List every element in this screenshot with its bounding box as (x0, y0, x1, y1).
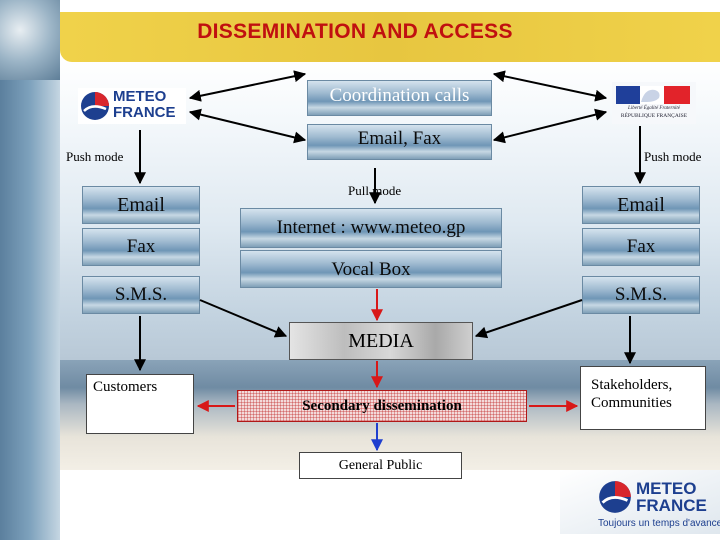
secondary-dissemination-label: Secondary dissemination (302, 397, 462, 414)
arrow-email-fax-to-republique (492, 108, 608, 144)
left-fax-label: Fax (126, 236, 156, 257)
left-sms-box: S.M.S. (82, 276, 200, 314)
coordination-calls-box: Coordination calls (307, 80, 492, 116)
footer-logo-line2: FRANCE (636, 496, 707, 515)
email-fax-coordination-box: Email, Fax (307, 124, 492, 160)
email-fax-label: Email, Fax (357, 128, 442, 149)
meteo-france-logo: METEO FRANCE (78, 88, 186, 124)
right-email-label: Email (617, 193, 665, 216)
left-decorative-strip (0, 0, 60, 540)
stakeholders-label-line1: Stakeholders, (591, 377, 673, 393)
right-sms-box: S.M.S. (582, 276, 700, 314)
meteo-france-footer-logo: METEO FRANCE Toujours un temps d'avance (560, 470, 720, 534)
right-push-mode-label: Push mode (644, 149, 702, 164)
republique-francaise-logo: Liberté Égalité Fraternité RÉPUBLIQUE FR… (612, 82, 696, 124)
left-push-mode-label: Push mode (66, 149, 124, 164)
left-strip-cloud (0, 0, 60, 80)
right-email-box: Email (582, 186, 700, 224)
right-sms-label: S.M.S. (614, 284, 668, 305)
arrow-right-sms-to-media (474, 299, 583, 339)
internet-label: Internet : www.meteo.gp (276, 217, 466, 238)
media-box: MEDIA (289, 322, 473, 360)
title-banner (60, 12, 720, 62)
stakeholders-label-line2: Communities (591, 395, 672, 411)
republique-motto: Liberté Égalité Fraternité (628, 106, 680, 111)
arrow-logo-to-calls (188, 70, 307, 102)
left-sms-label: S.M.S. (114, 284, 168, 305)
footer-logo-line1: METEO (636, 479, 697, 498)
left-email-box: Email (82, 186, 200, 224)
meteo-france-logo-line1: METEO (113, 88, 167, 105)
meteo-france-footer-emblem-icon (599, 481, 631, 513)
vocal-box-label: Vocal Box (331, 259, 411, 280)
coordination-calls-label: Coordination calls (329, 85, 470, 106)
general-public-label: General Public (338, 457, 423, 473)
arrow-left-sms-to-media (199, 299, 288, 338)
media-label: MEDIA (348, 329, 414, 352)
meteo-france-logo-line2: FRANCE (113, 104, 176, 121)
footer-logo-tagline: Toujours un temps d'avance (598, 518, 720, 529)
customers-label: Customers (93, 379, 158, 395)
right-fax-box: Fax (582, 228, 700, 266)
page-title: DISSEMINATION AND ACCESS (197, 20, 513, 43)
meteo-france-emblem-icon (81, 92, 109, 120)
stakeholders-box: Stakeholders, Communities (580, 366, 706, 430)
general-public-box: General Public (299, 452, 462, 479)
arrow-logo-to-email-fax (188, 108, 307, 144)
internet-box: Internet : www.meteo.gp (240, 208, 502, 248)
arrow-calls-to-republique (492, 70, 608, 102)
vocal-box: Vocal Box (240, 250, 502, 288)
marianne-icon (641, 89, 660, 102)
left-fax-box: Fax (82, 228, 200, 266)
secondary-dissemination-box: Secondary dissemination (237, 390, 527, 422)
right-fax-label: Fax (626, 236, 656, 257)
customers-box: Customers (86, 374, 194, 434)
left-email-label: Email (117, 193, 165, 216)
republique-name: RÉPUBLIQUE FRANÇAISE (620, 113, 688, 119)
